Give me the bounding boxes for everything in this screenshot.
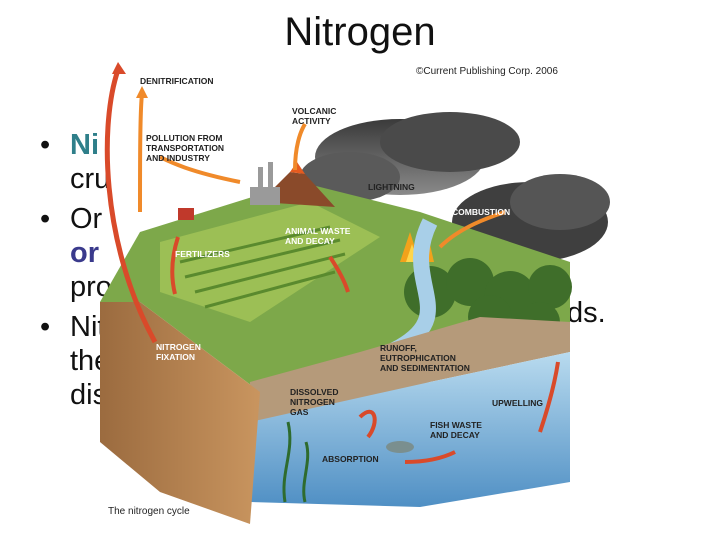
figure-caption: The nitrogen cycle — [108, 506, 190, 517]
denitrification-arrow — [138, 93, 144, 213]
label-denitrification: DENITRIFICATION — [140, 76, 214, 86]
figure-labels: DENITRIFICATION VOLCANIC ACTIVITY POLLUT… — [140, 76, 543, 464]
label-pollution-3: AND INDUSTRY — [146, 153, 210, 163]
rocks-shore — [250, 317, 570, 422]
nitrogen-cycle-illustration: DENITRIFICATION VOLCANIC ACTIVITY POLLUT… — [100, 62, 610, 524]
label-upwelling: UPWELLING — [492, 398, 543, 408]
label-lightning: LIGHTNING — [368, 182, 415, 192]
farm-field — [160, 202, 380, 322]
label-animal-waste-1: ANIMAL WASTE — [285, 226, 351, 236]
fertilizers-arrow — [170, 236, 180, 295]
bullet-marker: • — [40, 311, 51, 343]
barn — [178, 208, 194, 220]
label-absorption: ABSORPTION — [322, 454, 379, 464]
label-nitrogen-fixation-2: FIXATION — [156, 352, 195, 362]
bullet-3-line-1: Nit — [70, 311, 106, 343]
label-runoff-1: RUNOFF, — [380, 343, 417, 353]
label-fish-waste-2: AND DECAY — [430, 430, 480, 440]
soil-cross-section — [100, 302, 260, 524]
label-combustion: COMBUSTION — [452, 207, 510, 217]
occluded-text-suffix: ds. — [567, 297, 606, 329]
bullet-1: • Ni cru — [40, 128, 640, 196]
bullet-1-line-2: cru — [70, 163, 111, 195]
label-animal-waste-2: AND DECAY — [285, 236, 335, 246]
slide-title: Nitrogen — [284, 10, 436, 54]
label-dissolved-3: GAS — [290, 407, 309, 417]
smoke-cloud-combustion — [452, 174, 610, 262]
label-dissolved-1: DISSOLVED — [290, 387, 339, 397]
crop-rows — [179, 225, 346, 309]
combustion-arrow — [438, 210, 506, 249]
seaweed — [282, 421, 310, 503]
absorption-arrow — [404, 450, 456, 464]
label-volcanic-2: ACTIVITY — [292, 116, 331, 126]
label-pollution-1: POLLUTION FROM — [146, 133, 223, 143]
water-cross-section — [250, 352, 570, 507]
volcanic-arrow — [293, 122, 307, 171]
label-dissolved-2: NITROGEN — [290, 397, 335, 407]
label-runoff-2: EUTROPHICATION — [380, 353, 456, 363]
factory — [250, 162, 280, 205]
label-volcanic-1: VOLCANIC — [292, 106, 336, 116]
label-runoff-3: AND SEDIMENTATION — [380, 363, 470, 373]
bullet-2-line-1: Or — [70, 203, 103, 235]
nitrogen-fixation-arrow — [104, 69, 158, 344]
upwelling-arrow — [538, 361, 560, 433]
pollution-arrow — [159, 155, 241, 184]
bullet-2: • Or or pro — [40, 202, 640, 304]
fish — [386, 441, 414, 453]
bullet-2-line-2: or — [70, 237, 99, 269]
bullet-1-line-1: Ni — [70, 129, 99, 161]
label-fish-waste-1: FISH WASTE — [430, 420, 482, 430]
bullet-marker: • — [40, 203, 51, 235]
dissolved-gas-arrow — [358, 409, 377, 439]
bullet-marker: • — [40, 129, 51, 161]
label-nitrogen-fixation-1: NITROGEN — [156, 342, 201, 352]
animal-waste-arrow — [328, 255, 350, 293]
label-fertilizers: FERTILIZERS — [175, 249, 230, 259]
label-pollution-2: TRANSPORTATION — [146, 143, 224, 153]
forest — [404, 258, 572, 342]
figure-copyright: ©Current Publishing Corp. 2006 — [416, 66, 558, 77]
